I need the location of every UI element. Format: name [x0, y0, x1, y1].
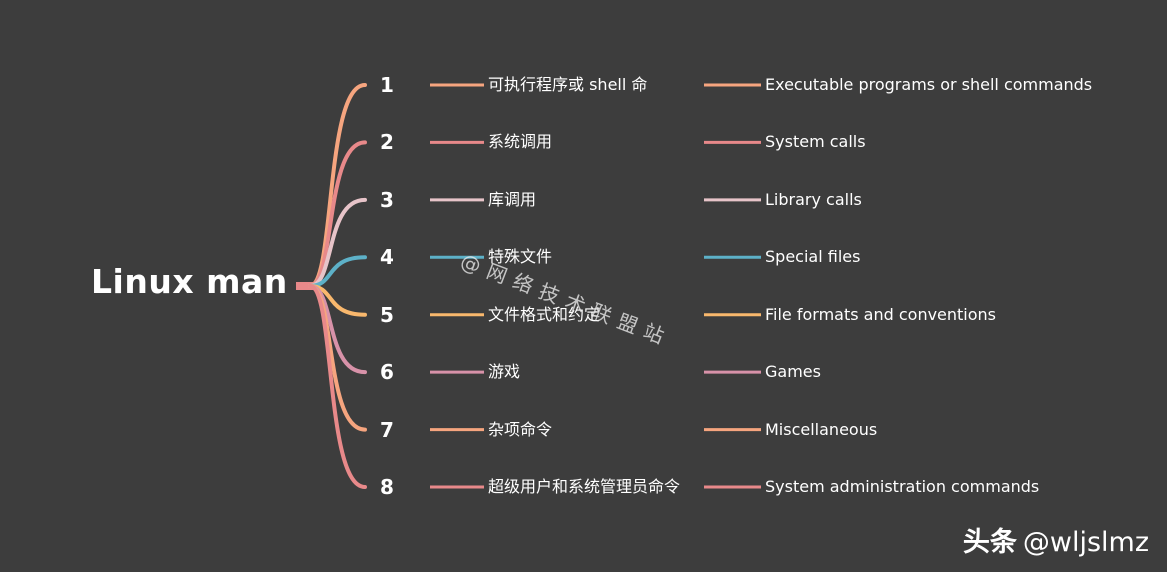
branch-row: 8 超级用户和系统管理员命令 System administration comma… [0, 472, 1167, 502]
branch-number: 5 [380, 302, 394, 327]
branch-row: 5 文件格式和约定 File formats and conventions [0, 300, 1167, 330]
footer-logo: 头条@wljslmz [963, 520, 1149, 559]
footer-brand: 头条 [962, 527, 1017, 558]
branch-label-zh: 库调用 [488, 189, 537, 209]
branch-row: 6 游戏 Games [0, 357, 1167, 387]
branch-label-zh: 超级用户和系统管理员命令 [488, 477, 681, 496]
branch-number: 8 [380, 475, 394, 499]
branch-number: 7 [380, 417, 394, 442]
branch-label-zh: 可执行程序或 shell 命 [488, 75, 648, 94]
branch-label-en: System administration commands [765, 477, 1040, 496]
branch-connector [308, 284, 367, 490]
branch-label-en: System calls [765, 132, 866, 152]
branch-row: 2 系统调用 System calls [0, 127, 1167, 157]
branch-label-zh: 杂项命令 [488, 419, 553, 439]
branch-connector [308, 197, 367, 288]
branch-row: 1 可执行程序或 shell 命 Executable programs or sh… [0, 70, 1167, 100]
branch-label-en: File formats and conventions [765, 304, 997, 324]
branch-label-zh: 特殊文件 [488, 247, 553, 267]
branch-label-en: Games [765, 362, 821, 382]
branch-number: 6 [380, 360, 394, 385]
footer-handle: @wljslmz [1022, 527, 1149, 558]
branch-label-en: Library calls [765, 189, 862, 209]
branch-label-en: Executable programs or shell commands [765, 75, 1093, 94]
branch-row: 7 杂项命令 Miscellaneous [0, 415, 1167, 445]
branch-number: 3 [380, 187, 394, 212]
root-node-bar [296, 282, 316, 290]
branch-label-zh: 游戏 [488, 362, 521, 382]
branch-row: 3 库调用 Library calls [0, 185, 1167, 215]
branch-row: 4 特殊文件 Special files [0, 242, 1167, 272]
branch-number: 2 [380, 130, 394, 155]
branch-number: 4 [380, 245, 394, 270]
root-node-title: Linux man [91, 262, 288, 301]
branch-number: 1 [380, 73, 394, 97]
branch-label-zh: 文件格式和约定 [488, 304, 601, 324]
branch-label-en: Special files [765, 247, 861, 267]
branch-label-en: Miscellaneous [765, 419, 878, 439]
branch-label-zh: 系统调用 [488, 132, 553, 152]
